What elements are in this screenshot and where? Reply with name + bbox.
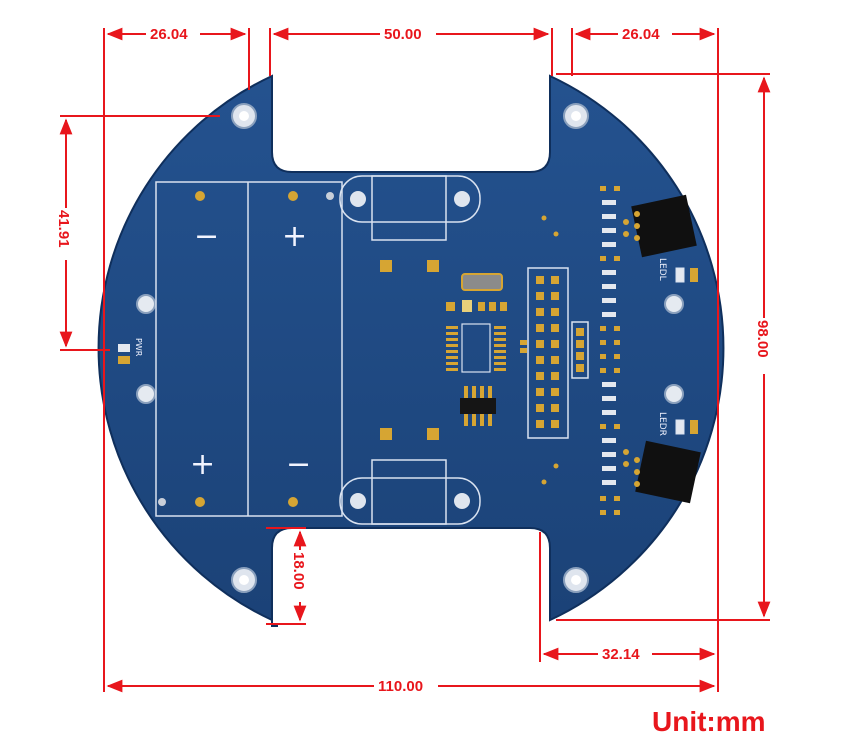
ledl-label: LEDL bbox=[657, 258, 667, 281]
smd-small-parts bbox=[446, 300, 507, 312]
led-right bbox=[675, 419, 698, 435]
pcb-board bbox=[97, 74, 725, 627]
led-left bbox=[675, 267, 698, 283]
ic-pads bbox=[446, 326, 506, 371]
battery-holder bbox=[155, 181, 343, 517]
pwr-label: PWR bbox=[134, 338, 143, 357]
unit-label: Unit:mm bbox=[652, 706, 766, 737]
mounting-holes bbox=[136, 103, 684, 593]
pin-header-1x4 bbox=[571, 321, 589, 379]
minus-label-top: − bbox=[194, 219, 219, 254]
label-notch-height: 18.00 bbox=[290, 552, 307, 590]
square-pads bbox=[380, 260, 439, 440]
ir-sensor-left bbox=[623, 194, 697, 258]
minus-label-bottom: − bbox=[286, 447, 311, 482]
label-left-height: 41.91 bbox=[55, 210, 72, 248]
vias bbox=[541, 215, 559, 485]
pcb-outline bbox=[97, 74, 725, 622]
battery-pads bbox=[158, 191, 334, 507]
ir-sensor-right bbox=[623, 440, 701, 504]
dimension-labels: 26.04 50.00 26.04 41.91 98.00 18.00 32.1… bbox=[55, 25, 774, 695]
plus-label-bottom: + bbox=[190, 447, 215, 482]
label-right-height: 98.00 bbox=[754, 320, 771, 358]
mounting-hole bbox=[664, 384, 684, 404]
motor-mount-bottom bbox=[339, 459, 481, 525]
side-pads bbox=[520, 340, 527, 353]
label-total-width: 110.00 bbox=[378, 678, 423, 695]
label-top-right: 26.04 bbox=[622, 26, 660, 43]
label-top-center: 50.00 bbox=[384, 26, 422, 43]
plus-label-top: + bbox=[282, 219, 307, 254]
ledr-label: LEDR bbox=[657, 412, 667, 436]
label-top-left: 26.04 bbox=[150, 26, 188, 43]
mounting-hole bbox=[136, 384, 156, 404]
motor-mount-top bbox=[339, 175, 481, 241]
pwr-led bbox=[118, 344, 130, 364]
mounting-hole bbox=[136, 294, 156, 314]
pin-header-2x10 bbox=[527, 267, 569, 439]
label-bottom-right: 32.14 bbox=[602, 646, 640, 663]
motor-driver-chip bbox=[460, 386, 496, 426]
ic-outline bbox=[461, 323, 491, 373]
resistor-array bbox=[600, 186, 620, 515]
mounting-hole bbox=[664, 294, 684, 314]
crystal bbox=[461, 273, 503, 291]
